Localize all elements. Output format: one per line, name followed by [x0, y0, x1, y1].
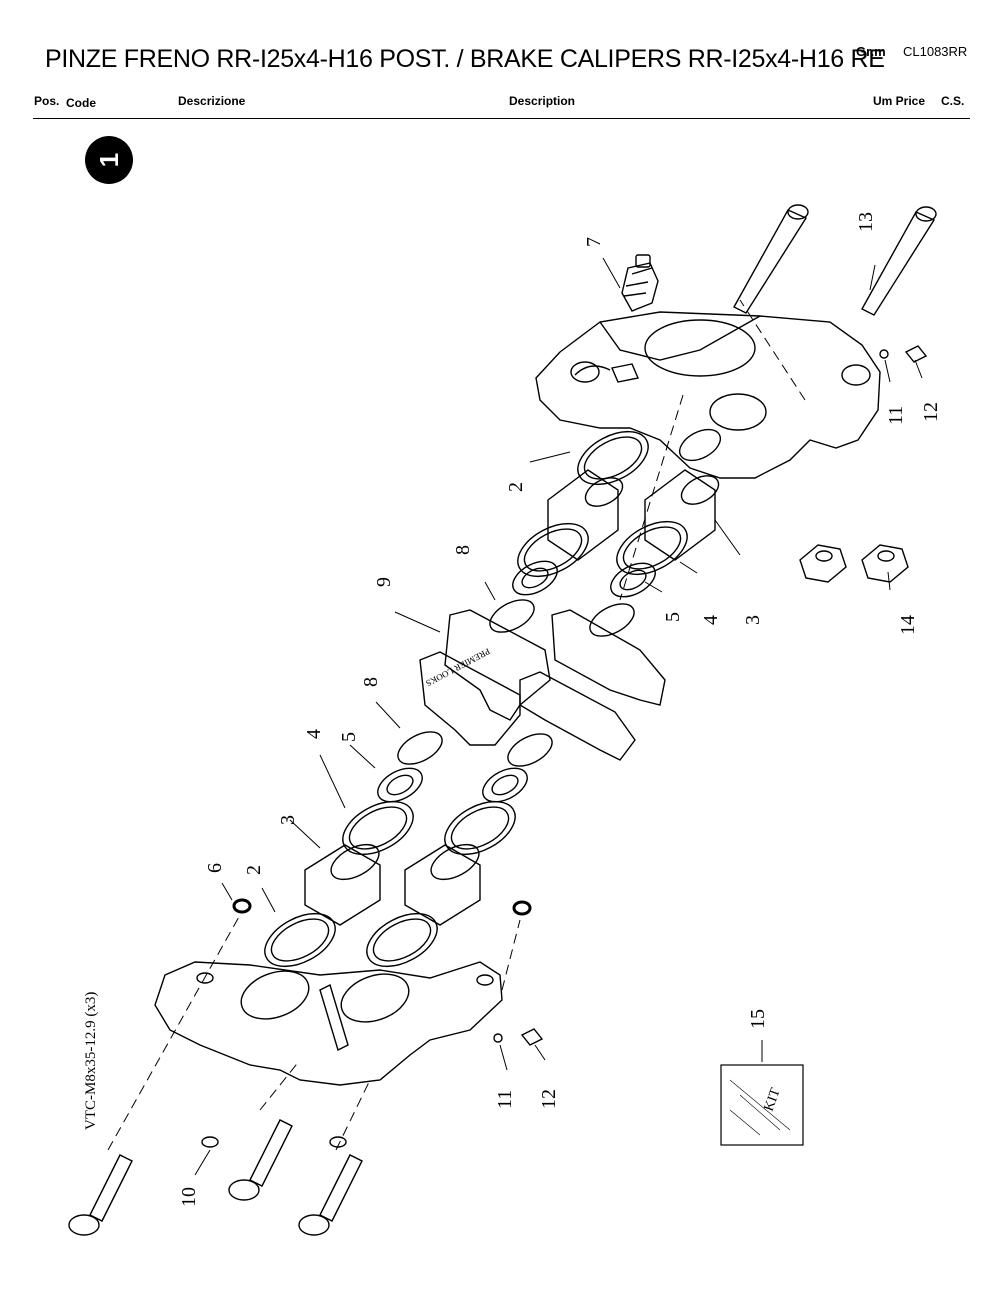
callout-6: 6: [204, 863, 226, 873]
callout-8-top: 8: [452, 545, 474, 555]
bleed-screw: [621, 254, 659, 312]
callout-4-right: 4: [700, 615, 722, 625]
callout-4-left: 4: [303, 729, 325, 739]
callout-7: 7: [583, 237, 605, 247]
inner-caliper-body: [154, 961, 544, 1086]
callout-13: 13: [855, 212, 877, 232]
circlips: [397, 599, 635, 767]
outer-caliper-body: [535, 311, 881, 479]
column-code: Code: [66, 96, 96, 110]
column-descrizione: Descrizione: [178, 94, 246, 108]
kit-box: KIT: [720, 1064, 804, 1146]
brake-pads: PREMIER LOOKS: [419, 609, 666, 761]
callout-8-mid: 8: [360, 677, 382, 687]
nuts: [799, 544, 909, 583]
callout-5-right: 5: [662, 612, 684, 622]
leader-lines: [194, 257, 923, 1176]
callout-numbers: 7 13 11 12 2 8 9 5 4 3 14 8 4 5 3 6 2 11…: [178, 212, 942, 1207]
callout-14: 14: [897, 615, 919, 635]
callout-9: 9: [373, 577, 395, 587]
pad-text: PREMIER LOOKS: [424, 646, 492, 688]
column-description: Description: [509, 94, 576, 108]
page-title: PINZE FRENO RR-I25x4-H16 POST. / BRAKE C…: [45, 45, 885, 73]
callout-12-bottom: 12: [538, 1089, 560, 1109]
column-pos: Pos.: [34, 94, 60, 108]
bolt-spec-label: VTC-M8x35-12.9 (x3): [83, 992, 99, 1130]
assembly-lines: [107, 299, 806, 1151]
column-um-price: Um Price: [873, 94, 926, 108]
callout-3-right: 3: [742, 615, 764, 625]
callout-2-top: 2: [505, 482, 527, 492]
callout-5-left: 5: [338, 732, 360, 742]
bolts: [68, 1119, 363, 1236]
callout-12-top: 12: [920, 402, 942, 422]
column-cs: C.S.: [941, 94, 965, 108]
callout-10: 10: [178, 1187, 200, 1207]
callout-3-left: 3: [277, 815, 299, 825]
group-code: CL1083RR: [903, 44, 968, 59]
callout-2-left: 2: [243, 865, 265, 875]
top-seals-pistons: [512, 345, 928, 598]
retaining-pins: [733, 204, 937, 316]
callout-11-bottom: 11: [494, 1090, 516, 1109]
callout-11-top: 11: [885, 406, 907, 425]
bottom-seals-pistons: [232, 767, 532, 968]
header-divider: [33, 118, 970, 119]
callout-15: 15: [747, 1009, 769, 1029]
kit-label: KIT: [762, 1086, 784, 1113]
group-label: Gr.m: [856, 44, 886, 59]
